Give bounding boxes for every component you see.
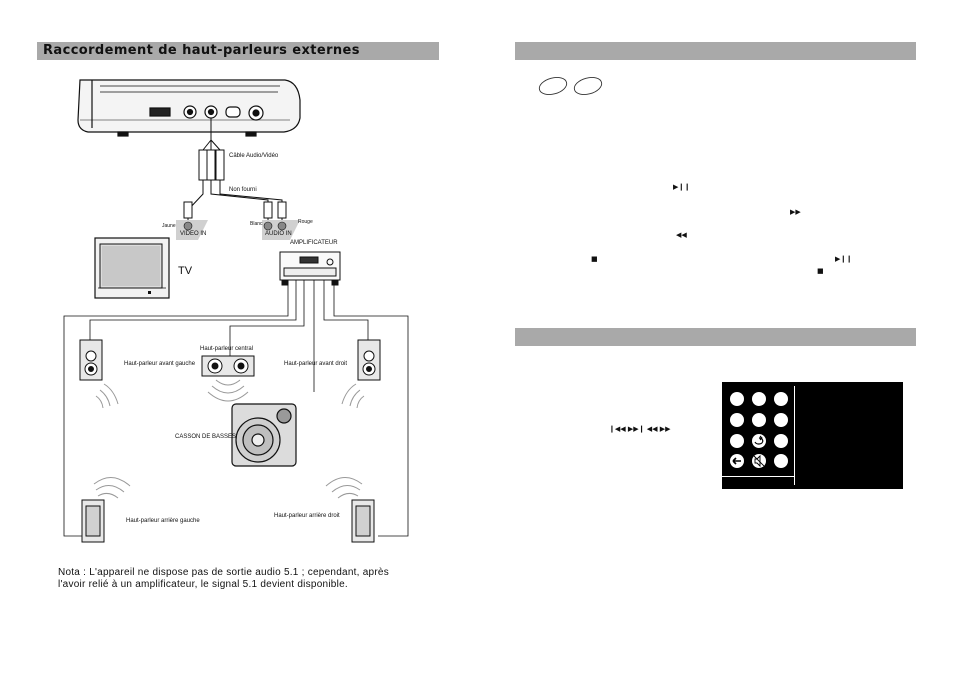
keypad-key[interactable] xyxy=(730,392,744,406)
repeat-icon xyxy=(754,435,764,445)
amplifier-icon xyxy=(279,251,341,286)
center-speaker-icon xyxy=(201,355,255,402)
stop-icon: ■ xyxy=(591,255,598,263)
video-port-label: VIDEO IN xyxy=(180,231,207,237)
keypad-divider xyxy=(794,386,795,485)
fast-forward-icon: ▶▶ xyxy=(790,208,801,216)
keypad-key[interactable] xyxy=(730,413,744,427)
cable-label: Câble Audio/Vidéo xyxy=(229,153,279,159)
nav-keys-icons: ❙◀◀ ▶▶❙ ◀◀ ▶▶ xyxy=(609,425,671,433)
dvd-player-icon xyxy=(77,79,301,137)
keypad-key[interactable] xyxy=(752,413,766,427)
rear-right-speaker-icon xyxy=(325,477,375,543)
audio-white-label: Blanc xyxy=(250,221,263,227)
rear-left-speaker-icon xyxy=(81,477,131,543)
subwoofer-icon xyxy=(231,403,297,467)
remote-keypad xyxy=(722,382,903,489)
video-in-port-icon xyxy=(176,220,208,240)
keypad-key[interactable] xyxy=(774,454,788,468)
subwoofer-label: CASSON DE BASSES xyxy=(175,434,237,440)
keypad-bottom-line xyxy=(722,476,795,477)
keypad-key[interactable] xyxy=(774,413,788,427)
right-section-bar-top xyxy=(515,42,916,60)
keypad-key[interactable] xyxy=(774,392,788,406)
play-pause-icon-2: ▶❙❙ xyxy=(835,255,853,263)
back-key[interactable] xyxy=(730,454,744,468)
front-right-speaker-label: Haut-parleur avant droit xyxy=(284,361,348,367)
rewind-icon: ◀◀ xyxy=(676,231,687,239)
mute-icon xyxy=(753,454,765,468)
note-text: Nota : L'appareil ne dispose pas de sort… xyxy=(58,567,389,590)
keypad-key[interactable] xyxy=(774,434,788,448)
disc-icons xyxy=(538,77,603,95)
stop-icon-2: ■ xyxy=(817,267,824,275)
repeat-key[interactable] xyxy=(752,434,766,448)
tv-label: TV xyxy=(178,265,193,277)
section-title: Raccordement de haut-parleurs externes xyxy=(43,43,360,58)
amplifier-label: AMPLIFICATEUR xyxy=(290,240,338,246)
center-speaker-label: Haut-parleur central xyxy=(200,346,254,352)
audio-in-port-icon xyxy=(262,220,300,240)
keypad-key[interactable] xyxy=(752,392,766,406)
mute-key[interactable] xyxy=(752,454,766,468)
back-arrow-icon xyxy=(732,457,741,465)
audio-port-label: AUDIO IN xyxy=(265,231,292,237)
not-supplied-label: Non fourni xyxy=(229,187,257,193)
speaker-wiring xyxy=(63,280,409,537)
audio-red-label: Rouge xyxy=(298,219,313,225)
av-cable-icon xyxy=(183,118,287,220)
front-right-speaker-icon xyxy=(341,339,381,409)
rear-left-speaker-label: Haut-parleur arrière gauche xyxy=(126,518,200,524)
front-left-speaker-label: Haut-parleur avant gauche xyxy=(124,361,196,367)
video-color-label: Jaune xyxy=(162,223,176,229)
front-left-speaker-icon xyxy=(79,339,119,409)
keypad-key[interactable] xyxy=(730,434,744,448)
tv-icon xyxy=(94,237,170,299)
rear-right-speaker-label: Haut-parleur arrière droit xyxy=(274,513,340,519)
section-header-bar: Raccordement de haut-parleurs externes xyxy=(37,42,439,60)
play-pause-icon: ▶❙❙ xyxy=(673,183,691,191)
right-section-bar-bottom xyxy=(515,328,916,346)
